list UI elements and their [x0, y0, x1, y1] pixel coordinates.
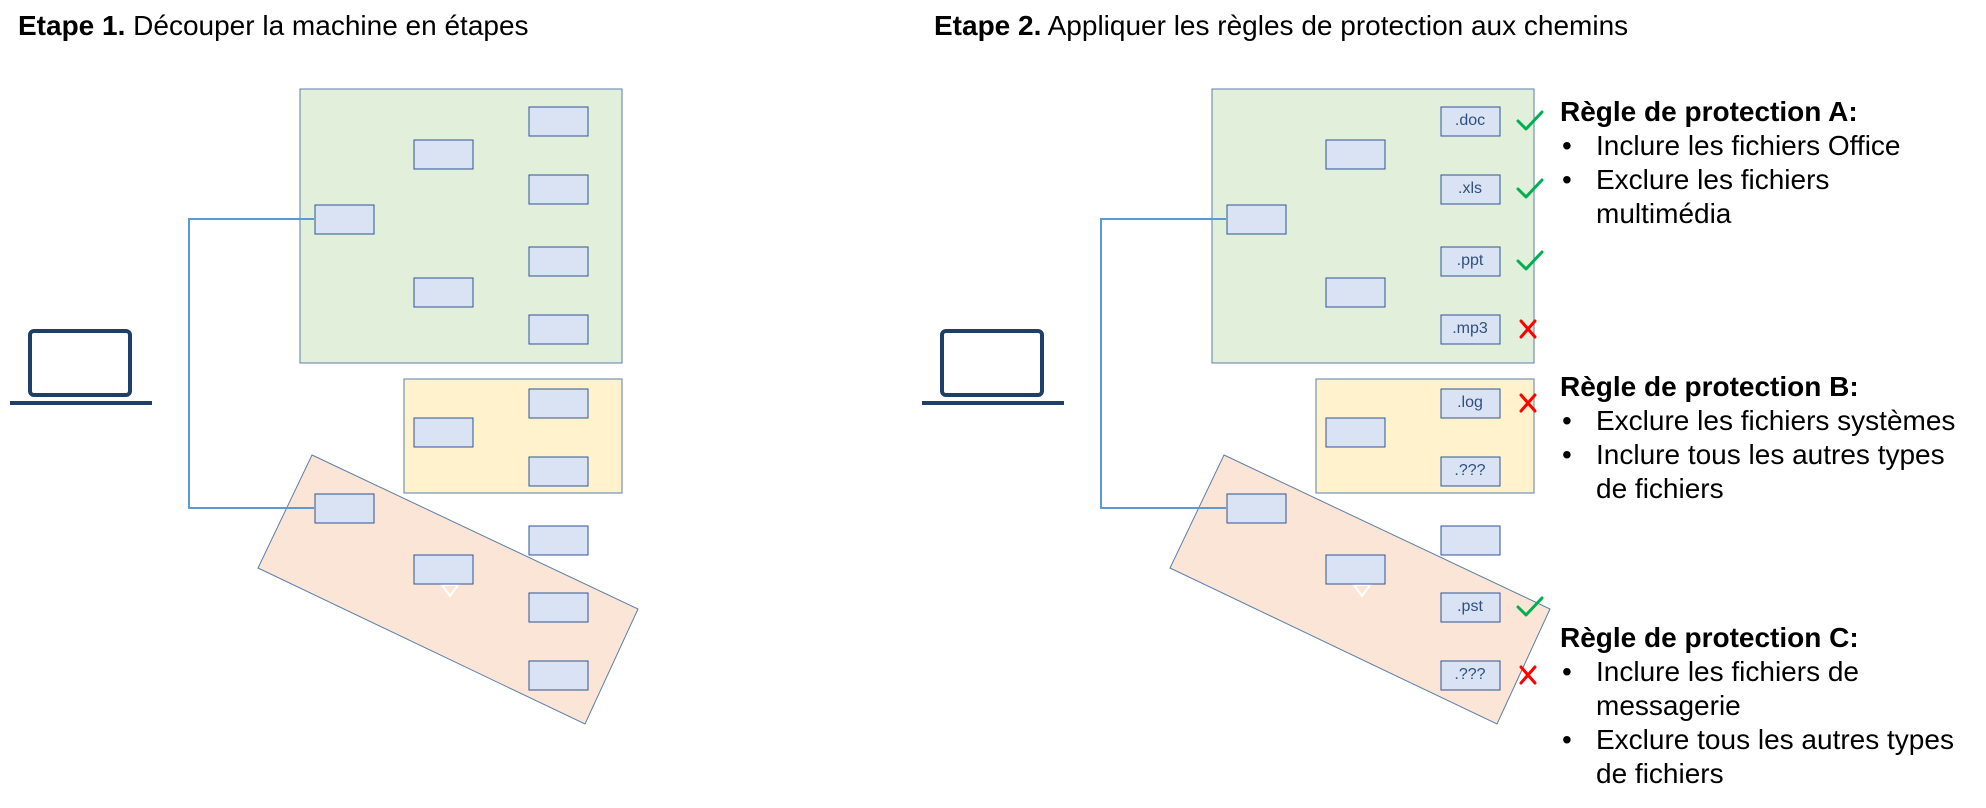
file-label-xls: .xls — [1458, 180, 1482, 197]
file-label-log: .log — [1457, 394, 1483, 411]
rule-c-item: Inclure les fichiers de messagerie — [1560, 655, 1896, 723]
step2-heading: Etape 2. Appliquer les règles de protect… — [934, 10, 1628, 42]
step2-heading-text: Appliquer les règles de protection aux c… — [1041, 10, 1629, 41]
rule-a: Règle de protection A: Inclure les fichi… — [1560, 95, 1940, 231]
rule-b-item: Exclure les fichiers systèmes — [1560, 404, 1980, 438]
rule-c-title: Règle de protection C: — [1560, 622, 1859, 653]
file-label-unknown-b: .??? — [1454, 462, 1486, 479]
file-label-unknown-c: .??? — [1454, 666, 1486, 683]
rule-a-title: Règle de protection A: — [1560, 96, 1858, 127]
check-icon — [1516, 250, 1544, 271]
rule-a-item: Inclure les fichiers Office — [1560, 129, 1940, 163]
rule-c-item: Exclure tous les autres types de fichier… — [1560, 723, 1976, 791]
step1-heading: Etape 1. Découper la machine en étapes — [18, 10, 529, 42]
check-icon — [1516, 596, 1544, 617]
cross-icon — [1519, 665, 1537, 685]
rule-b: Règle de protection B: Exclure les fichi… — [1560, 370, 1980, 506]
cross-icon — [1519, 319, 1537, 339]
check-icon — [1516, 110, 1544, 131]
step2-heading-bold: Etape 2. — [934, 10, 1042, 41]
file-label-mp3: .mp3 — [1452, 320, 1488, 337]
step1-heading-bold: Etape 1. — [18, 10, 126, 41]
rule-c: Règle de protection C: Inclure les fichi… — [1560, 621, 1980, 791]
file-label-pst: .pst — [1457, 598, 1483, 615]
cross-icon — [1519, 393, 1537, 413]
file-label-doc: .doc — [1454, 112, 1486, 129]
step1-heading-text: Découper la machine en étapes — [125, 10, 529, 41]
rule-b-item: Inclure tous les autres types de fichier… — [1560, 438, 1976, 506]
file-label-ppt: .ppt — [1456, 252, 1484, 269]
check-icon — [1516, 178, 1544, 199]
rule-a-item: Exclure les fichiers multimédia — [1560, 163, 1876, 231]
rule-b-title: Règle de protection B: — [1560, 371, 1859, 402]
step1-diagram — [8, 87, 640, 726]
